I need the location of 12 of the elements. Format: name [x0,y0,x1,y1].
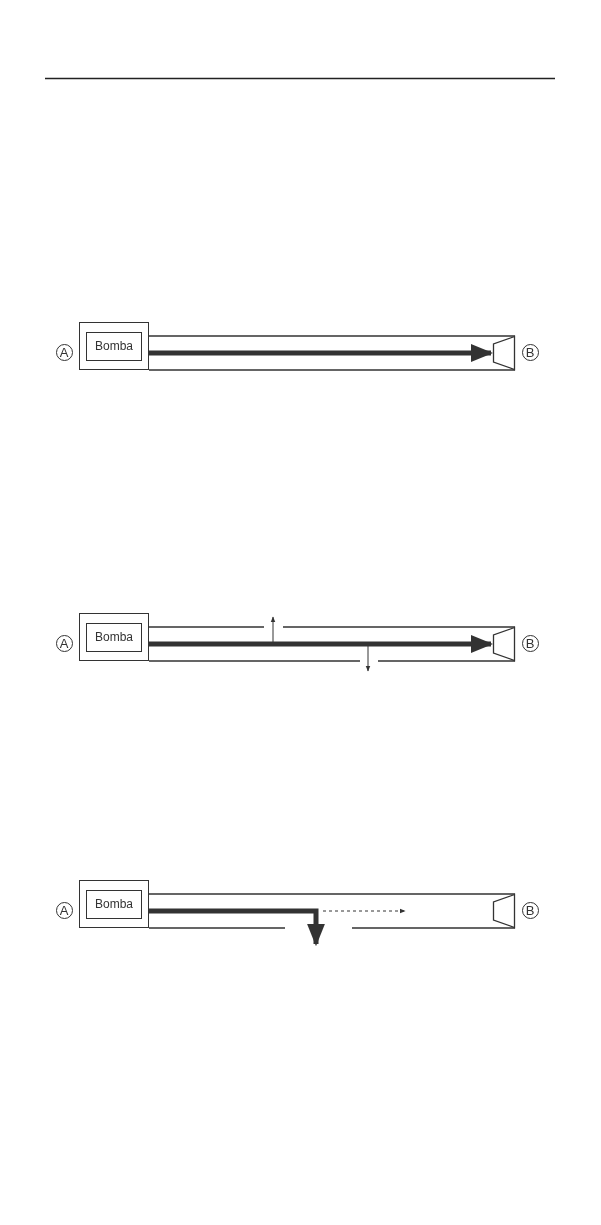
flow-arrow [149,344,494,362]
pump-label: Bomba [86,623,142,652]
pump-label: Bomba [86,332,142,361]
pump-label: Bomba [86,890,142,919]
nozzle-symbol [493,336,515,370]
pump-housing [79,613,149,661]
flow-arrow [149,635,494,653]
flow-arrow [149,908,325,947]
nozzle-symbol [493,894,515,928]
nozzle-symbol [493,627,515,661]
pump-housing [79,322,149,370]
pump-housing [79,880,149,928]
